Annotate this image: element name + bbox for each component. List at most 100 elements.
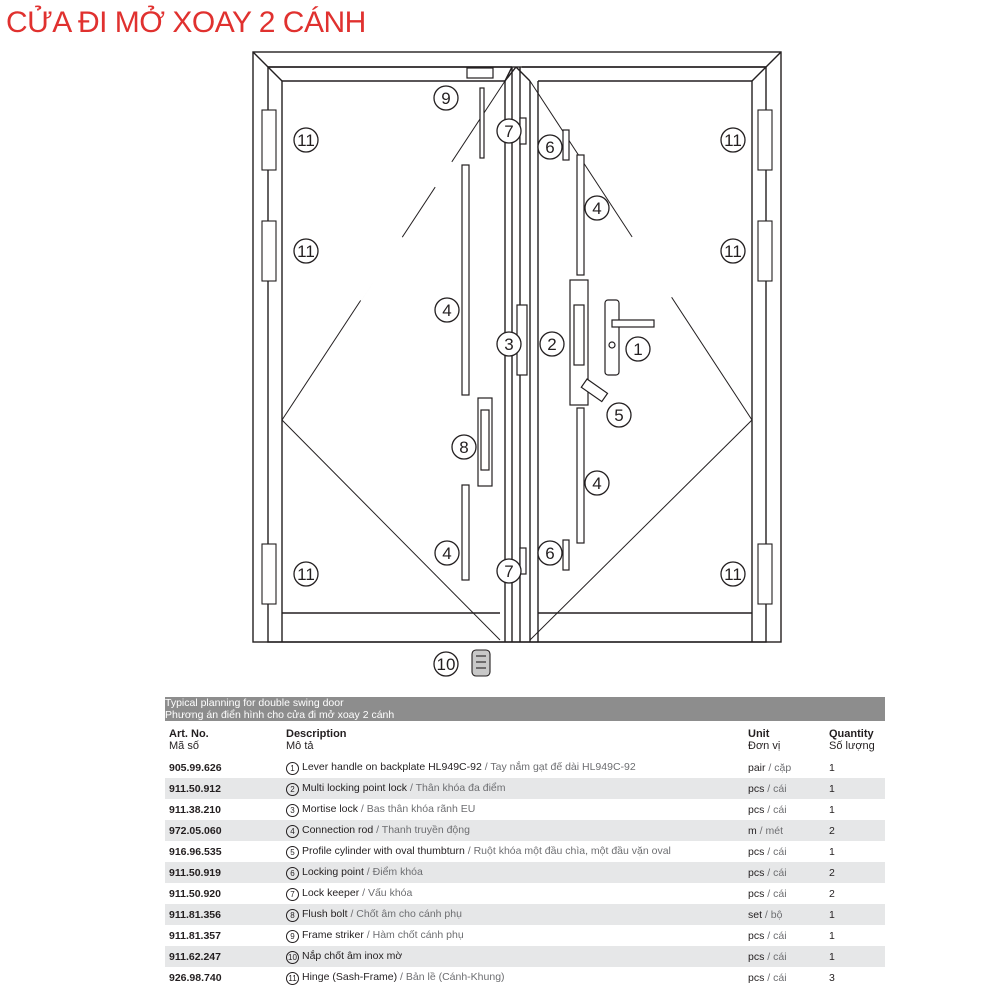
unit-sep: /	[762, 908, 771, 921]
callout-11: 11	[720, 238, 746, 264]
svg-text:5: 5	[614, 406, 623, 425]
art-no: 911.62.247	[169, 950, 221, 963]
unit-en: pcs	[748, 950, 765, 963]
callout-4: 4	[584, 470, 610, 496]
svg-text:4: 4	[592, 474, 601, 493]
description-vi: Hàm chốt cánh phụ	[372, 928, 464, 941]
art-no: 911.81.357	[169, 929, 221, 942]
description-en: Multi locking point lock	[302, 781, 408, 794]
svg-text:3: 3	[504, 335, 513, 354]
unit-sep: /	[764, 803, 774, 816]
item-number: 6	[286, 866, 299, 880]
callout-2: 2	[539, 331, 565, 357]
unit-sep: /	[765, 761, 775, 774]
callout-1: 1	[625, 336, 651, 362]
quantity: 1	[829, 908, 835, 921]
unit-en: pcs	[748, 887, 765, 900]
description-en: Locking point	[302, 865, 364, 878]
inner-frame	[267, 66, 767, 643]
quantity: 3	[829, 971, 835, 984]
unit: pair / cặp	[748, 757, 829, 778]
callout-8: 8	[451, 434, 477, 460]
description-sep: /	[363, 928, 373, 941]
description-en: Nắp chốt âm inox mờ	[302, 949, 403, 962]
description-en: Lock keeper	[302, 886, 360, 899]
unit-sep: /	[764, 971, 774, 984]
quantity: 2	[829, 866, 835, 879]
description-sep: /	[359, 886, 368, 899]
unit: pcs / cái	[748, 862, 829, 883]
unit-vi: mét	[765, 824, 784, 837]
table-title-band: Typical planning for double swing door P…	[165, 697, 885, 721]
callout-4: 4	[434, 540, 460, 566]
unit-en: pcs	[748, 866, 765, 879]
art-no: 911.38.210	[169, 803, 221, 816]
unit-sep: /	[764, 782, 774, 795]
svg-text:11: 11	[724, 565, 742, 584]
description-en: Mortise lock	[302, 802, 359, 815]
unit-vi: cái	[773, 950, 787, 963]
unit: m / mét	[748, 820, 829, 841]
unit-vi: cái	[773, 866, 787, 879]
item-number: 5	[286, 845, 299, 859]
unit: pcs / cái	[748, 799, 829, 820]
table-title-vi: Phương án điển hình cho cửa đi mở xoay 2…	[165, 709, 395, 721]
unit-sep: /	[764, 845, 774, 858]
callout-6: 6	[537, 134, 563, 160]
description-en: Lever handle on backplate HL949C-92	[302, 760, 482, 773]
callout-11: 11	[293, 561, 319, 587]
svg-text:4: 4	[592, 199, 601, 218]
unit-en: set	[748, 908, 763, 921]
unit: set / bộ	[748, 904, 829, 925]
unit: pcs / cái	[748, 925, 829, 946]
callout-7: 7	[496, 118, 522, 144]
unit-en: pcs	[748, 929, 765, 942]
unit: pcs / cái	[748, 778, 829, 799]
callout-5: 5	[606, 402, 632, 428]
description-vi: Vấu khóa	[367, 886, 413, 899]
lock-hardware	[569, 279, 655, 406]
callout-11: 11	[293, 127, 319, 153]
page-title: CỬA ĐI MỞ XOAY 2 CÁNH	[6, 6, 366, 39]
item-number: 2	[286, 782, 299, 796]
description-vi: Điểm khóa	[372, 865, 423, 878]
callout-3: 3	[496, 331, 522, 357]
col-art: Art. No.Mã số	[169, 728, 209, 752]
description-sep: /	[358, 802, 367, 815]
description-en: Connection rod	[302, 823, 374, 836]
unit-sep: /	[764, 950, 774, 963]
svg-text:10: 10	[437, 655, 456, 674]
art-no: 911.81.356	[169, 908, 221, 921]
flush-bolt	[477, 397, 493, 487]
quantity: 1	[829, 845, 835, 858]
quantity: 1	[829, 929, 835, 942]
description-sep: /	[363, 865, 373, 878]
art-no: 911.50.912	[169, 782, 221, 795]
description-vi: Thân khóa đa điểm	[415, 781, 506, 794]
unit-en: pcs	[748, 782, 765, 795]
quantity: 1	[829, 950, 835, 963]
right-sash	[522, 66, 767, 642]
unit-sep: /	[764, 887, 774, 900]
svg-text:11: 11	[297, 131, 315, 150]
description-en: Profile cylinder with oval thumbturn	[302, 844, 465, 857]
unit-en: pcs	[748, 971, 765, 984]
callout-7: 7	[496, 558, 522, 584]
unit-vi: cái	[773, 929, 787, 942]
unit: pcs / cái	[748, 967, 829, 988]
quantity: 1	[829, 782, 835, 795]
unit-sep: /	[764, 866, 774, 879]
